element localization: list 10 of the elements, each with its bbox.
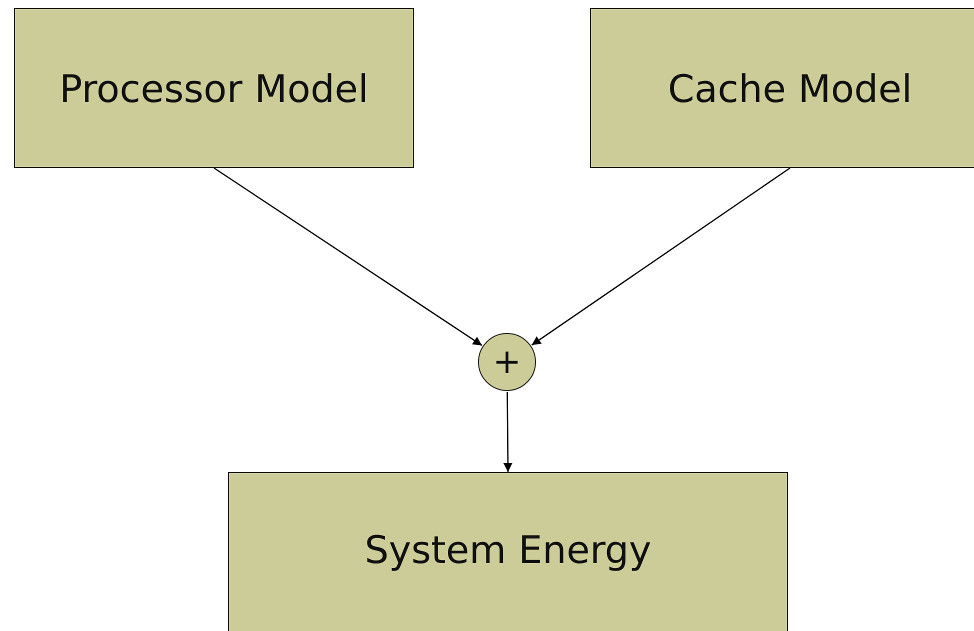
process-box xyxy=(228,472,788,631)
process-box xyxy=(590,8,974,168)
arrow xyxy=(214,167,482,346)
arrow xyxy=(503,392,512,472)
node-label: Cache Model xyxy=(668,67,912,111)
operator-symbol: + xyxy=(492,342,522,382)
node-label: Processor Model xyxy=(59,67,369,111)
process-box xyxy=(14,8,414,168)
node-label: System Energy xyxy=(364,528,652,572)
arrow xyxy=(531,167,790,346)
